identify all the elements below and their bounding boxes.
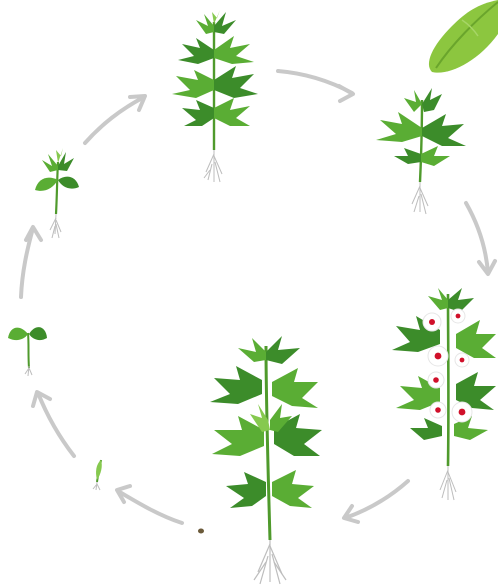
flower-icon <box>428 346 448 366</box>
flower-icon <box>428 372 444 388</box>
seed-pod-icon <box>429 0 498 73</box>
cycle-arrow-sprout-to-cotyledon <box>33 392 74 456</box>
branching-plant-icon <box>376 88 466 214</box>
flower-icon <box>455 353 469 367</box>
cycle-arrow-branching-to-flowering <box>466 203 495 274</box>
flower-icon <box>423 313 441 331</box>
mature-plant-icon <box>210 336 322 584</box>
flowering-plant-icon <box>392 288 496 500</box>
juvenile-plant-icon <box>172 10 258 182</box>
cotyledon-seedling-icon <box>8 327 47 376</box>
cycle-arrow-seed-to-sprout <box>117 486 182 523</box>
young-seedling-icon <box>35 148 79 238</box>
cycle-arrow-flowering-to-mature <box>344 481 408 522</box>
flower-icon <box>451 309 465 323</box>
flower-icon <box>430 402 446 418</box>
sprout-icon <box>93 460 102 490</box>
cycle-arrow-seedling-to-juvenile <box>85 96 145 143</box>
cycle-arrow-juvenile-to-branching <box>278 71 353 101</box>
cycle-arrow-cotyledon-to-seedling <box>21 227 41 297</box>
seed-icon <box>198 529 204 534</box>
flower-icon <box>452 402 472 422</box>
